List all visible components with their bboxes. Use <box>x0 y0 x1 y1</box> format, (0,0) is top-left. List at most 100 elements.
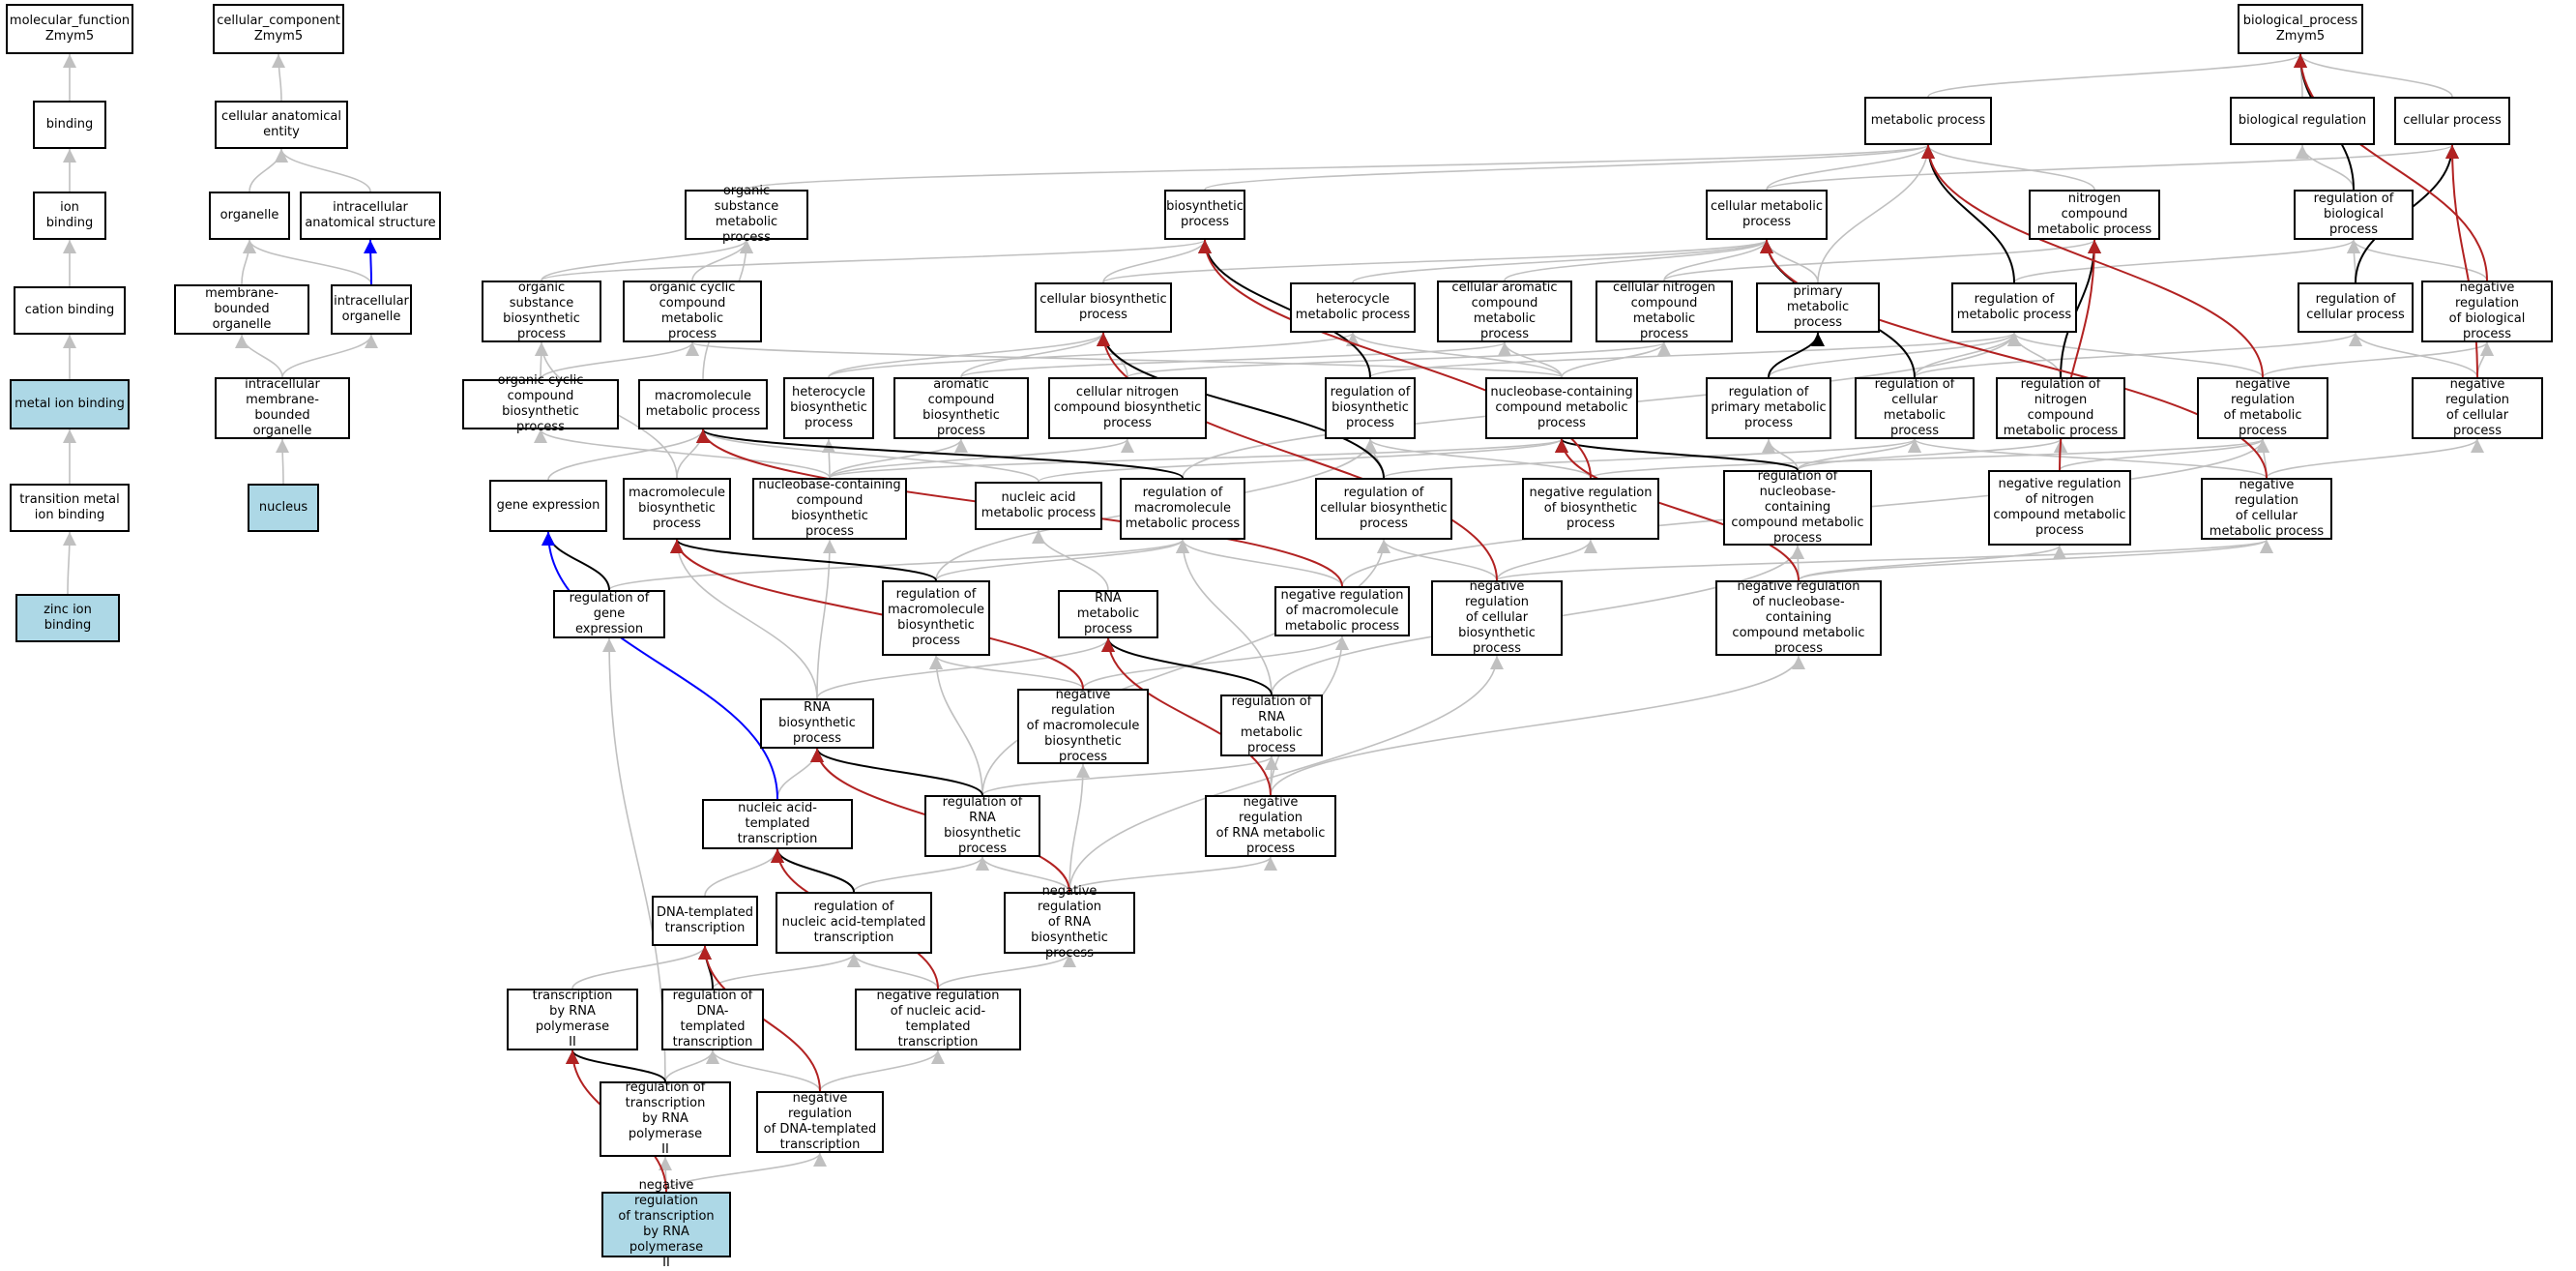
node-negative-regulation-of-cellular-metabolic-process[interactable]: negative regulation of cellular metaboli… <box>2201 478 2332 540</box>
node-biological-regulation[interactable]: biological regulation <box>2230 97 2375 145</box>
node-regulation-of-rna-metabolic-process[interactable]: regulation of RNA metabolic process <box>1220 695 1323 756</box>
node-intracellular-organelle[interactable]: intracellular organelle <box>331 284 412 335</box>
node-negative-regulation-of-biosynthetic-process[interactable]: negative regulation of biosynthetic proc… <box>1522 478 1659 540</box>
node-cellular-process[interactable]: cellular process <box>2394 97 2510 145</box>
edge-gray <box>281 334 378 378</box>
node-negative-regulation-of-rna-metabolic-process[interactable]: negative regulation of RNA metabolic pro… <box>1205 795 1336 857</box>
node-regulation-of-nucleobase-containing-compound-metabolic-process[interactable]: regulation of nucleobase-containing comp… <box>1723 469 1872 546</box>
node-nucleic-acid-metabolic-process[interactable]: nucleic acid metabolic process <box>975 482 1102 530</box>
node-regulation-of-metabolic-process[interactable]: regulation of metabolic process <box>1951 282 2077 333</box>
node-regulation-of-cellular-metabolic-process[interactable]: regulation of cellular metabolic process <box>1855 377 1975 439</box>
edge-gray <box>976 856 1070 893</box>
node-negative-regulation-of-transcription-by-rna-polymerase-ii[interactable]: negative regulation of transcription by … <box>601 1178 731 1270</box>
node-negative-regulation-of-metabolic-process[interactable]: negative regulation of metabolic process <box>2197 377 2328 439</box>
node-cation-binding[interactable]: cation binding <box>14 286 126 335</box>
node-biological-process[interactable]: biological_process Zmym5 <box>2238 4 2363 54</box>
node-organic-cyclic-compound-biosynthetic-process[interactable]: organic cyclic compound biosynthetic pro… <box>462 373 619 434</box>
node-membrane-bounded-organelle[interactable]: membrane-bounded organelle <box>174 284 309 335</box>
node-negative-regulation-of-macromolecule-metabolic-process[interactable]: negative regulation of macromolecule met… <box>1274 586 1410 636</box>
node-regulation-of-macromolecule-metabolic-process[interactable]: regulation of macromolecule metabolic pr… <box>1120 478 1245 540</box>
node-regulation-of-biological-process[interactable]: regulation of biological process <box>2294 190 2414 240</box>
node-cellular-biosynthetic-process[interactable]: cellular biosynthetic process <box>1035 282 1172 333</box>
node-regulation-of-primary-metabolic-process[interactable]: regulation of primary metabolic process <box>1706 377 1831 439</box>
node-transcription-by-rna-polymerase-ii[interactable]: transcription by RNA polymerase II <box>507 989 638 1050</box>
node-negative-regulation-of-cellular-biosynthetic-process[interactable]: negative regulation of cellular biosynth… <box>1431 579 1563 656</box>
node-negative-regulation-of-nitrogen-compound-metabolic-process[interactable]: negative regulation of nitrogen compound… <box>1988 470 2131 546</box>
node-cellular-metabolic-process[interactable]: cellular metabolic process <box>1706 190 1828 240</box>
node-regulation-of-nucleic-acid-templated-transcription[interactable]: regulation of nucleic acid-templated tra… <box>776 892 932 954</box>
node-binding[interactable]: binding <box>33 101 106 149</box>
node-nucleus[interactable]: nucleus <box>248 484 319 532</box>
edge-gray <box>62 531 76 595</box>
node-heterocycle-metabolic-process[interactable]: heterocycle metabolic process <box>1290 282 1416 333</box>
edge-gray <box>541 239 753 281</box>
edge-gray <box>1346 332 1563 378</box>
node-regulation-of-biosynthetic-process[interactable]: regulation of biosynthetic process <box>1325 377 1416 439</box>
edge-gray <box>1068 763 1090 893</box>
node-negative-regulation-of-biological-process[interactable]: negative regulation of biological proces… <box>2421 281 2553 342</box>
edge-gray <box>1561 341 1671 378</box>
node-organic-substance-metabolic-process[interactable]: organic substance metabolic process <box>685 184 808 245</box>
edge-black <box>1921 144 2015 283</box>
edge-gray <box>1768 332 2021 378</box>
node-regulation-of-nitrogen-compound-metabolic-process[interactable]: regulation of nitrogen compound metaboli… <box>1996 377 2125 439</box>
node-organic-cyclic-compound-metabolic-process[interactable]: organic cyclic compound metabolic proces… <box>623 281 762 342</box>
node-heterocycle-biosynthetic-process[interactable]: heterocycle biosynthetic process <box>783 377 874 439</box>
node-organelle[interactable]: organelle <box>209 192 290 240</box>
edge-gray <box>2266 438 2484 479</box>
node-aromatic-compound-biosynthetic-process[interactable]: aromatic compound biosynthetic process <box>893 377 1029 439</box>
node-metabolic-process[interactable]: metabolic process <box>1864 97 1992 145</box>
node-regulation-of-rna-biosynthetic-process[interactable]: regulation of RNA biosynthetic process <box>924 795 1040 857</box>
node-regulation-of-dna-templated-transcription[interactable]: regulation of DNA-templated transcriptio… <box>661 989 764 1050</box>
edge-gray <box>828 332 1360 378</box>
edge-black <box>1555 438 1799 471</box>
node-intracellular-anatomical-structure[interactable]: intracellular anatomical structure <box>300 192 441 240</box>
node-cellular-component[interactable]: cellular_component Zmym5 <box>213 4 344 54</box>
node-regulation-of-cellular-process[interactable]: regulation of cellular process <box>2298 282 2414 333</box>
node-nucleic-acid-templated-transcription[interactable]: nucleic acid-templated transcription <box>702 799 853 849</box>
node-cellular-nitrogen-compound-biosynthetic-process[interactable]: cellular nitrogen compound biosynthetic … <box>1048 377 1207 439</box>
node-negative-regulation-of-nucleic-acid-templated-transcription[interactable]: negative regulation of nucleic acid-temp… <box>855 989 1021 1050</box>
node-intracellular-membrane-bounded-organelle[interactable]: intracellular membrane-bounded organelle <box>215 377 350 439</box>
node-negative-regulation-of-cellular-process[interactable]: negative regulation of cellular process <box>2412 377 2543 439</box>
node-macromolecule-metabolic-process[interactable]: macromolecule metabolic process <box>638 379 768 429</box>
node-cellular-aromatic-compound-metabolic-process[interactable]: cellular aromatic compound metabolic pro… <box>1437 281 1572 342</box>
edge-blue <box>364 239 378 285</box>
node-cellular-nitrogen-compound-metabolic-process[interactable]: cellular nitrogen compound metabolic pro… <box>1595 281 1733 342</box>
edge-red <box>670 539 1084 690</box>
node-negative-regulation-of-macromolecule-biosynthetic-process[interactable]: negative regulation of macromolecule bio… <box>1017 688 1149 764</box>
edge-gray <box>1068 856 1277 893</box>
edge-gray <box>686 341 1563 378</box>
node-rna-biosynthetic-process[interactable]: RNA biosynthetic process <box>760 698 874 749</box>
node-negative-regulation-of-dna-templated-transcription[interactable]: negative regulation of DNA-templated tra… <box>756 1091 884 1153</box>
node-organic-substance-biosynthetic-process[interactable]: organic substance biosynthetic process <box>482 281 601 342</box>
edge-gray <box>1496 539 1597 581</box>
node-primary-metabolic-process[interactable]: primary metabolic process <box>1756 282 1880 333</box>
node-macromolecule-biosynthetic-process[interactable]: macromolecule biosynthetic process <box>623 478 731 540</box>
node-regulation-of-transcription-by-rna-polymerase-ii[interactable]: regulation of transcription by RNA polym… <box>600 1080 731 1157</box>
node-gene-expression[interactable]: gene expression <box>489 480 607 532</box>
node-biosynthetic-process[interactable]: biosynthetic process <box>1164 190 1245 240</box>
edge-gray <box>1762 438 1799 471</box>
node-nucleobase-containing-compound-biosynthetic-process[interactable]: nucleobase-containing compound biosynthe… <box>752 478 907 540</box>
node-ion-binding[interactable]: ion binding <box>33 192 106 240</box>
node-nitrogen-compound-metabolic-process[interactable]: nitrogen compound metabolic process <box>2029 190 2160 240</box>
node-negative-regulation-of-rna-biosynthetic-process[interactable]: negative regulation of RNA biosynthetic … <box>1004 884 1135 961</box>
edge-gray <box>2007 332 2264 378</box>
node-negative-regulation-of-nucleobase-containing-compound-metabolic-process[interactable]: negative regulation of nucleobase-contai… <box>1715 579 1882 656</box>
node-regulation-of-cellular-biosynthetic-process[interactable]: regulation of cellular biosynthetic proc… <box>1315 478 1452 540</box>
node-zinc-ion-binding[interactable]: zinc ion binding <box>15 594 120 642</box>
node-transition-metal-ion-binding[interactable]: transition metal ion binding <box>10 484 130 532</box>
node-dna-templated-transcription[interactable]: DNA-templated transcription <box>652 896 758 946</box>
edge-gray <box>960 341 1511 378</box>
node-regulation-of-macromolecule-biosynthetic-process[interactable]: regulation of macromolecule biosynthetic… <box>882 580 990 656</box>
node-regulation-of-gene-expression[interactable]: regulation of gene expression <box>553 590 665 638</box>
edge-black <box>696 429 1184 479</box>
node-nucleobase-containing-compound-metabolic-process[interactable]: nucleobase-containing compound metabolic… <box>1485 377 1638 439</box>
edge-gray <box>1798 539 2273 581</box>
node-metal-ion-binding[interactable]: metal ion binding <box>10 379 130 429</box>
node-cellular-anatomical-entity[interactable]: cellular anatomical entity <box>215 101 348 149</box>
node-molecular-function[interactable]: molecular_function Zmym5 <box>6 4 133 54</box>
edge-black <box>670 539 937 581</box>
node-rna-metabolic-process[interactable]: RNA metabolic process <box>1058 590 1158 638</box>
